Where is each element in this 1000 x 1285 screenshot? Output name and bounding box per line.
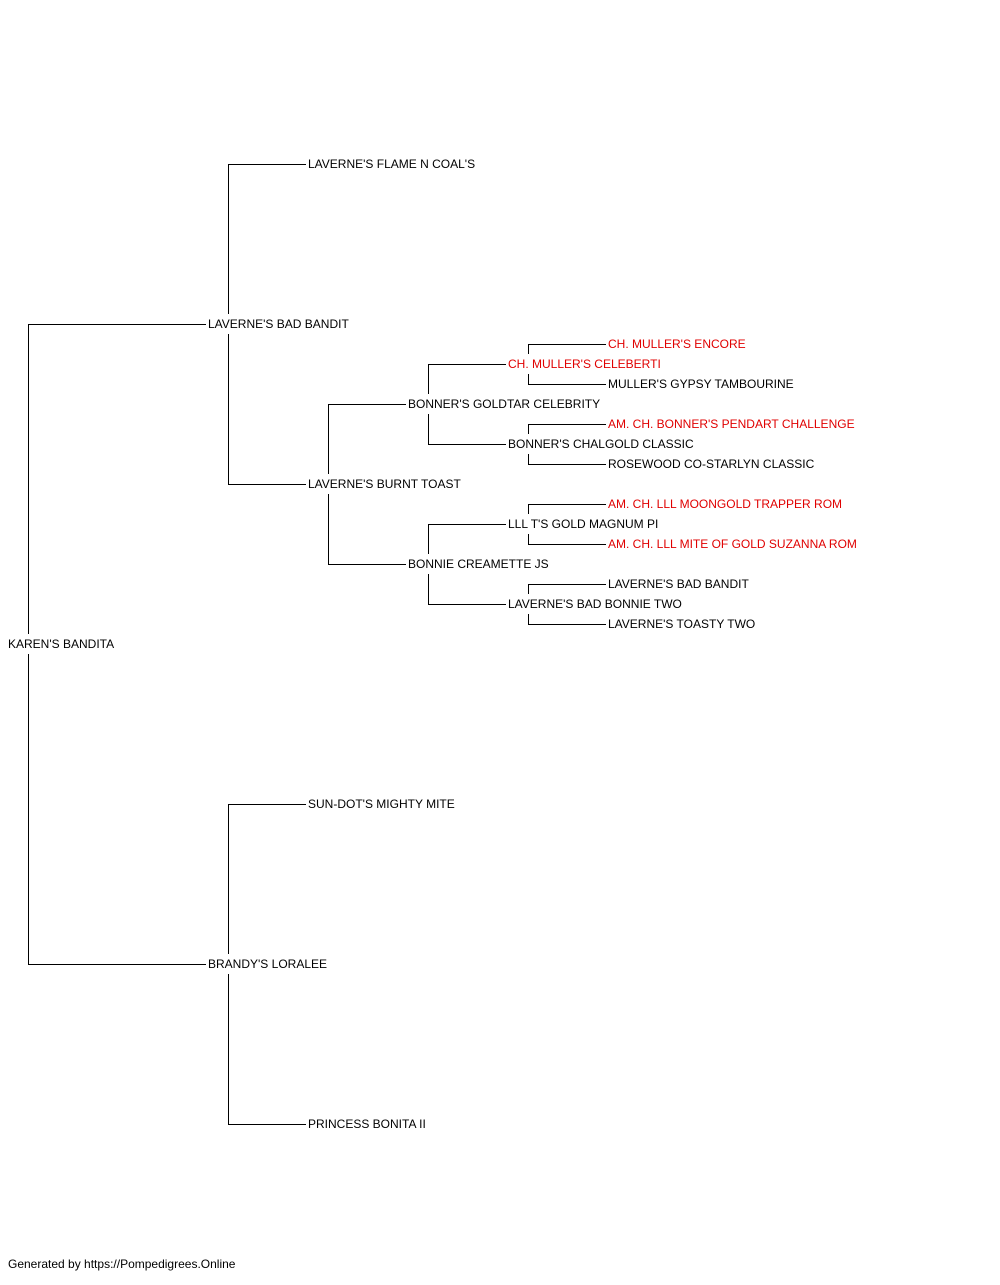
pedigree-node-sire-dam-sire: BONNER'S GOLDTAR CELEBRITY bbox=[408, 397, 601, 411]
pedigree-node-sire-dam-dam: BONNIE CREAMETTE JS bbox=[408, 557, 549, 571]
pedigree-node-sire-dam-sire-dam-dam: ROSEWOOD CO-STARLYN CLASSIC bbox=[608, 457, 815, 471]
pedigree-node-sire-dam: LAVERNE'S BURNT TOAST bbox=[308, 477, 461, 491]
pedigree-node-sire-dam-sire-sire-sire: CH. MULLER'S ENCORE bbox=[608, 337, 746, 351]
pedigree-node-sire-dam-sire-sire: CH. MULLER'S CELEBERTI bbox=[508, 357, 661, 371]
pedigree-node-sire-dam-dam-dam: LAVERNE'S BAD BONNIE TWO bbox=[508, 597, 682, 611]
pedigree-node-sire-dam-dam-sire-dam: AM. CH. LLL MITE OF GOLD SUZANNA ROM bbox=[608, 537, 857, 551]
pedigree-node-sire-sire: LAVERNE'S FLAME N COAL'S bbox=[308, 157, 476, 171]
pedigree-node-sire-dam-sire-sire-dam: MULLER'S GYPSY TAMBOURINE bbox=[608, 377, 794, 391]
pedigree-node-dam: BRANDY'S LORALEE bbox=[208, 957, 327, 971]
pedigree-node-sire-dam-dam-dam-dam: LAVERNE'S TOASTY TWO bbox=[608, 617, 756, 631]
pedigree-node-subject: KAREN'S BANDITA bbox=[8, 637, 115, 651]
generator-credit: Generated by https://Pompedigrees.Online bbox=[8, 1257, 236, 1271]
pedigree-node-sire-dam-sire-dam: BONNER'S CHALGOLD CLASSIC bbox=[508, 437, 694, 451]
pedigree-node-sire-dam-dam-dam-sire: LAVERNE'S BAD BANDIT bbox=[608, 577, 749, 591]
pedigree-node-sire: LAVERNE'S BAD BANDIT bbox=[208, 317, 349, 331]
pedigree-node-sire-dam-sire-dam-sire: AM. CH. BONNER'S PENDART CHALLENGE bbox=[608, 417, 855, 431]
pedigree-node-sire-dam-dam-sire: LLL T'S GOLD MAGNUM PI bbox=[508, 517, 659, 531]
pedigree-node-dam-sire: SUN-DOT'S MIGHTY MITE bbox=[308, 797, 455, 811]
pedigree-node-dam-dam: PRINCESS BONITA II bbox=[308, 1117, 426, 1131]
pedigree-node-sire-dam-dam-sire-sire: AM. CH. LLL MOONGOLD TRAPPER ROM bbox=[608, 497, 843, 511]
